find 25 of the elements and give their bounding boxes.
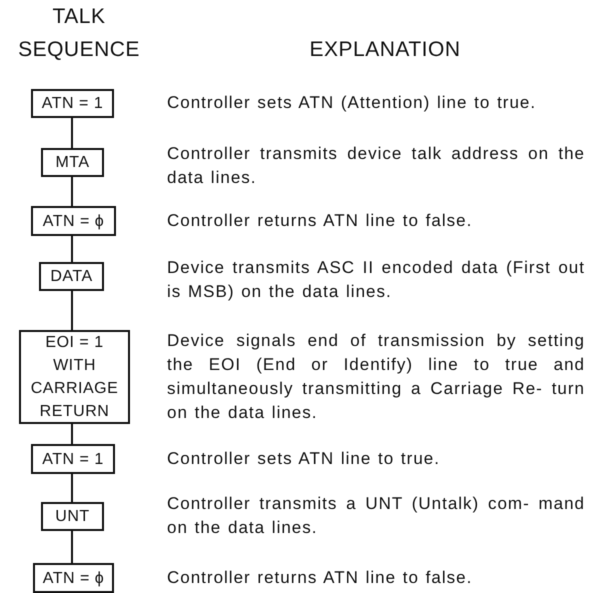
explanation-text: Controller transmits a UNT (Untalk) com- mand on the data lines. (167, 493, 585, 539)
explanation-text: Controller returns ATN line to false. (167, 210, 474, 232)
step-box: EOI = 1 WITH CARRIAGE RETURN (19, 330, 130, 424)
connector-line (71, 236, 73, 262)
explanation-text: Controller returns ATN line to false. (167, 567, 474, 589)
explanation-text: Device signals end of transmission by setting the EOI (End or Identify) line to true and simultaneously transmitting a Carriage Re- turn on the data lines. (167, 330, 585, 424)
step-box: ATN = ϕ (31, 206, 116, 236)
connector-line (71, 474, 73, 502)
step-box: MTA (41, 148, 104, 177)
connector-line (71, 531, 73, 563)
connector-line (71, 291, 73, 330)
connector-line (71, 177, 73, 206)
connector-line (71, 118, 73, 148)
step-box: DATA (39, 262, 104, 291)
explanation-text: Controller sets ATN (Attention) line to true. (167, 92, 538, 114)
explanation-text: Controller sets ATN line to true. (167, 448, 441, 470)
explanation-text: Device transmits ASC II encoded data (First out is MSB) on the data lines. (167, 257, 585, 303)
step-box: ATN = ϕ (33, 563, 114, 593)
column-heading: TALK SEQUENCE (17, 4, 141, 63)
step-box: UNT (41, 502, 104, 531)
step-box: ATN = 1 (31, 444, 115, 474)
step-box: ATN = 1 (31, 89, 114, 118)
explanation-text: Controller transmits device talk address on the data lines. (167, 143, 585, 189)
column-heading: EXPLANATION (308, 37, 462, 63)
connector-line (71, 424, 73, 444)
